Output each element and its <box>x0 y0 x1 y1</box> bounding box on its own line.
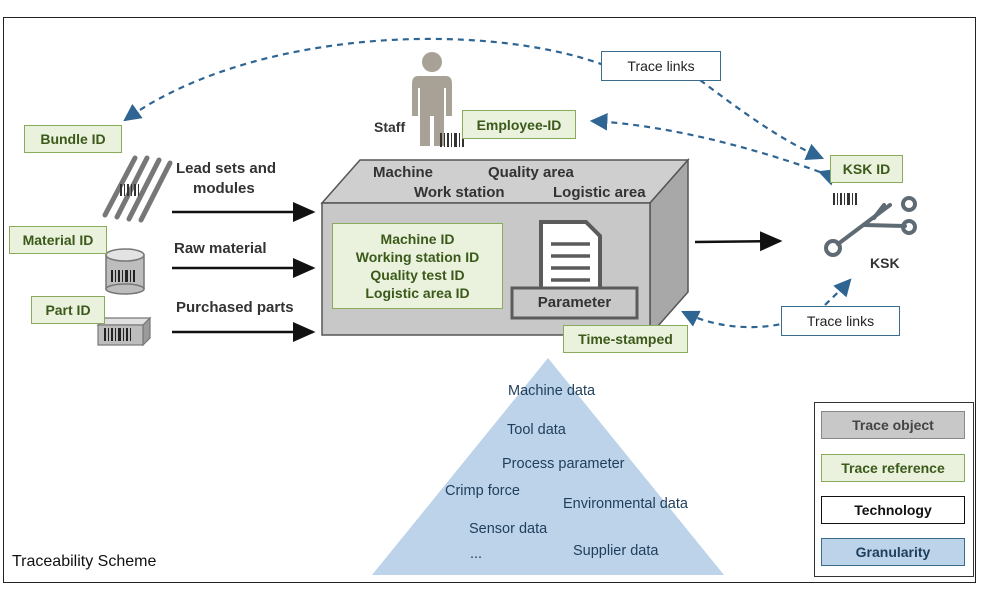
trace-link-arc <box>681 310 791 329</box>
ksk-id-box: KSK ID <box>830 155 903 183</box>
legend-technology: Technology <box>821 496 965 524</box>
legend-granularity: Granularity <box>821 538 965 566</box>
trace-links-box-bottom: Trace links <box>781 306 900 336</box>
trace-link-arc <box>123 37 605 122</box>
legend-trace-reference: Trace reference <box>821 454 965 482</box>
granularity-item: Process parameter <box>502 456 625 472</box>
barcode-icon <box>833 193 857 205</box>
page-title: Traceability Scheme <box>12 553 157 570</box>
time-stamped-box: Time-stamped <box>563 325 688 353</box>
purchased-parts-label: Purchased parts <box>176 299 294 316</box>
quality-test-id-label: Quality test ID <box>370 267 465 283</box>
granularity-item: Sensor data <box>469 521 548 537</box>
granularity-item: Supplier data <box>573 543 659 559</box>
machine-ids-box: Machine ID Working station ID Quality te… <box>332 223 503 309</box>
staff-label: Staff <box>374 119 406 135</box>
part-id-box: Part ID <box>31 296 105 324</box>
staff-person-icon <box>412 52 452 146</box>
granularity-pyramid <box>372 358 724 575</box>
ksk-label: KSK <box>870 255 900 271</box>
trace-link-arc <box>824 278 852 306</box>
employee-id-box: Employee-ID <box>462 110 576 139</box>
barcode-icon <box>120 184 139 196</box>
work-station-label: Work station <box>414 184 505 201</box>
raw-material-label: Raw material <box>174 240 267 257</box>
material-cylinder-icon <box>105 248 145 295</box>
barcode-icon <box>440 133 464 147</box>
working-station-id-label: Working station ID <box>355 249 480 265</box>
granularity-item: Environmental data <box>563 496 688 512</box>
ksk-network-icon <box>824 196 917 257</box>
granularity-item: Crimp force <box>445 483 520 499</box>
trace-link-arc <box>589 113 838 186</box>
parameter-label: Parameter <box>537 294 612 311</box>
machine-label: Machine <box>373 164 434 181</box>
diagram-frame <box>3 17 976 583</box>
legend-trace-object: Trace object <box>821 411 965 439</box>
granularity-item: ... <box>470 546 483 562</box>
logistic-area-id-label: Logistic area ID <box>365 285 470 301</box>
bundle-id-box: Bundle ID <box>24 125 122 153</box>
machine-id-label: Machine ID <box>380 231 455 247</box>
trace-links-box-top: Trace links <box>601 51 721 81</box>
document-icon <box>539 220 602 292</box>
lead-sets-label: Lead sets and <box>176 160 277 177</box>
legend: Trace object Trace reference Technology … <box>814 402 974 577</box>
part-box-icon <box>96 316 152 347</box>
granularity-item: Machine data <box>508 383 596 399</box>
lead-sets-icon <box>102 155 173 223</box>
output-arrow <box>694 231 783 252</box>
granularity-item: Tool data <box>507 422 566 438</box>
material-id-box: Material ID <box>9 226 107 254</box>
quality-area-label: Quality area <box>488 164 574 181</box>
parameter-box <box>510 286 639 320</box>
logistic-area-label: Logistic area <box>553 184 646 201</box>
trace-link-arc <box>699 79 825 161</box>
modules-label: modules <box>193 180 255 197</box>
